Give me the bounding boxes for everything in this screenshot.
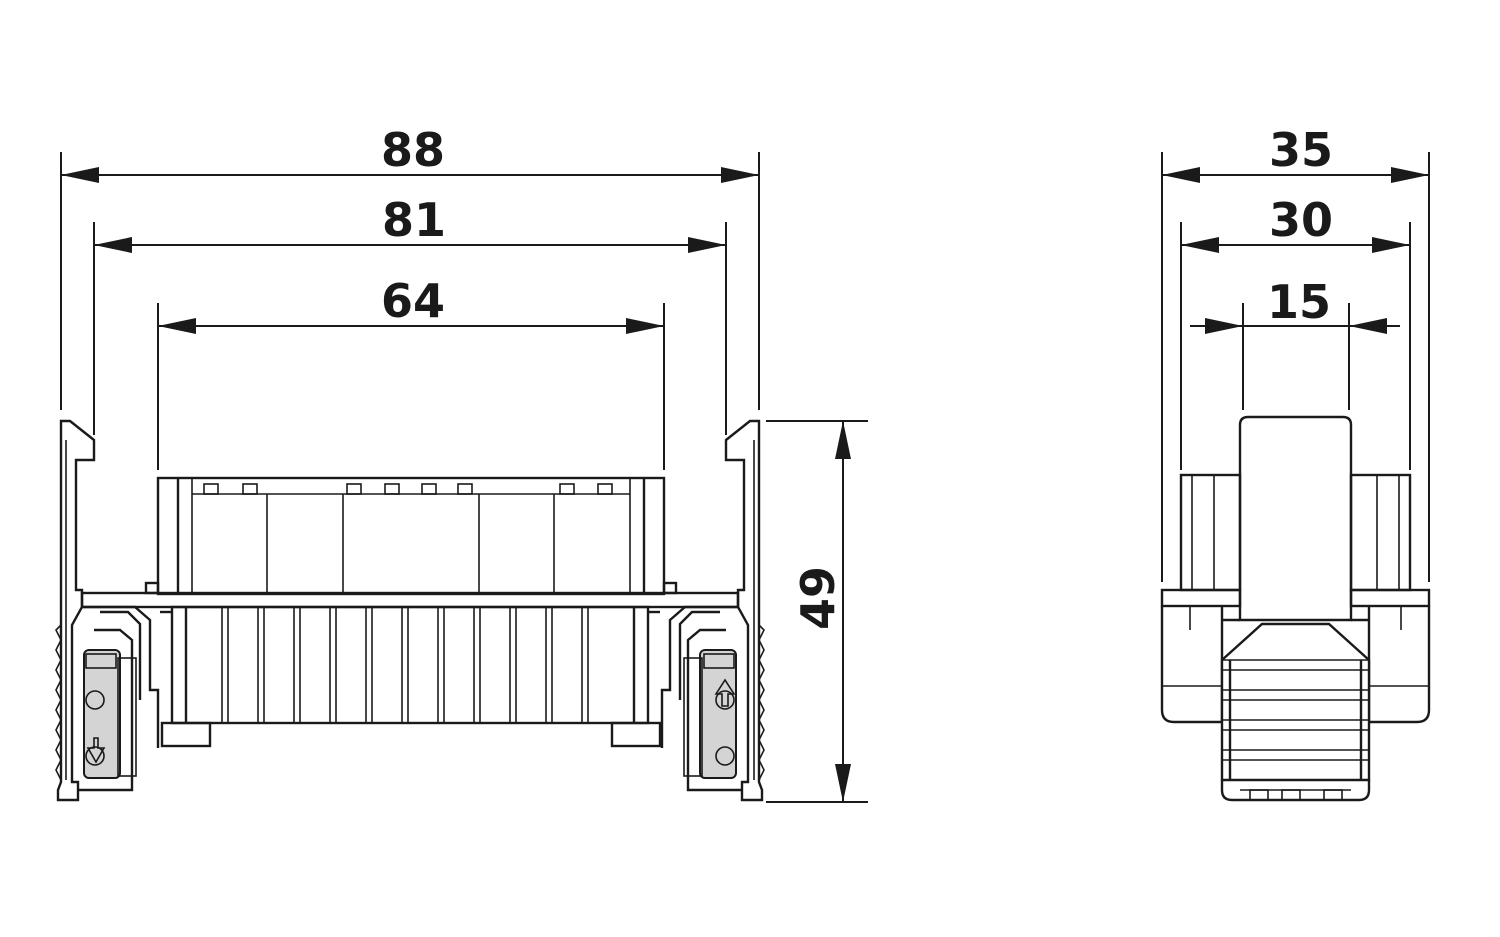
contact-tabs xyxy=(203,483,613,495)
dimension-30: 30 xyxy=(1181,193,1410,253)
dimension-49-label: 49 xyxy=(791,566,845,630)
cooling-fins xyxy=(221,607,589,723)
side-view-outline xyxy=(1160,415,1431,802)
side-view-ribs xyxy=(1222,669,1369,761)
dimension-81-label: 81 xyxy=(382,193,446,247)
dimension-81: 81 xyxy=(94,193,726,253)
dimension-15-label: 15 xyxy=(1267,275,1331,329)
right-bracket xyxy=(648,419,765,802)
side-view-dimensions: 35 30 15 xyxy=(1161,123,1430,582)
front-view-outline xyxy=(55,419,765,802)
dimension-35: 35 xyxy=(1162,123,1429,183)
front-view-dimensions: 88 81 64 49 xyxy=(60,123,868,803)
dimension-30-label: 30 xyxy=(1269,193,1333,247)
dimension-64-label: 64 xyxy=(381,274,445,328)
dimension-35-label: 35 xyxy=(1269,123,1333,177)
left-bracket xyxy=(55,419,172,802)
dimension-88: 88 xyxy=(61,123,759,183)
dimension-15: 15 xyxy=(1190,275,1400,334)
dimension-88-label: 88 xyxy=(381,123,445,177)
dimension-64: 64 xyxy=(158,274,664,334)
dimension-49: 49 xyxy=(766,420,868,803)
